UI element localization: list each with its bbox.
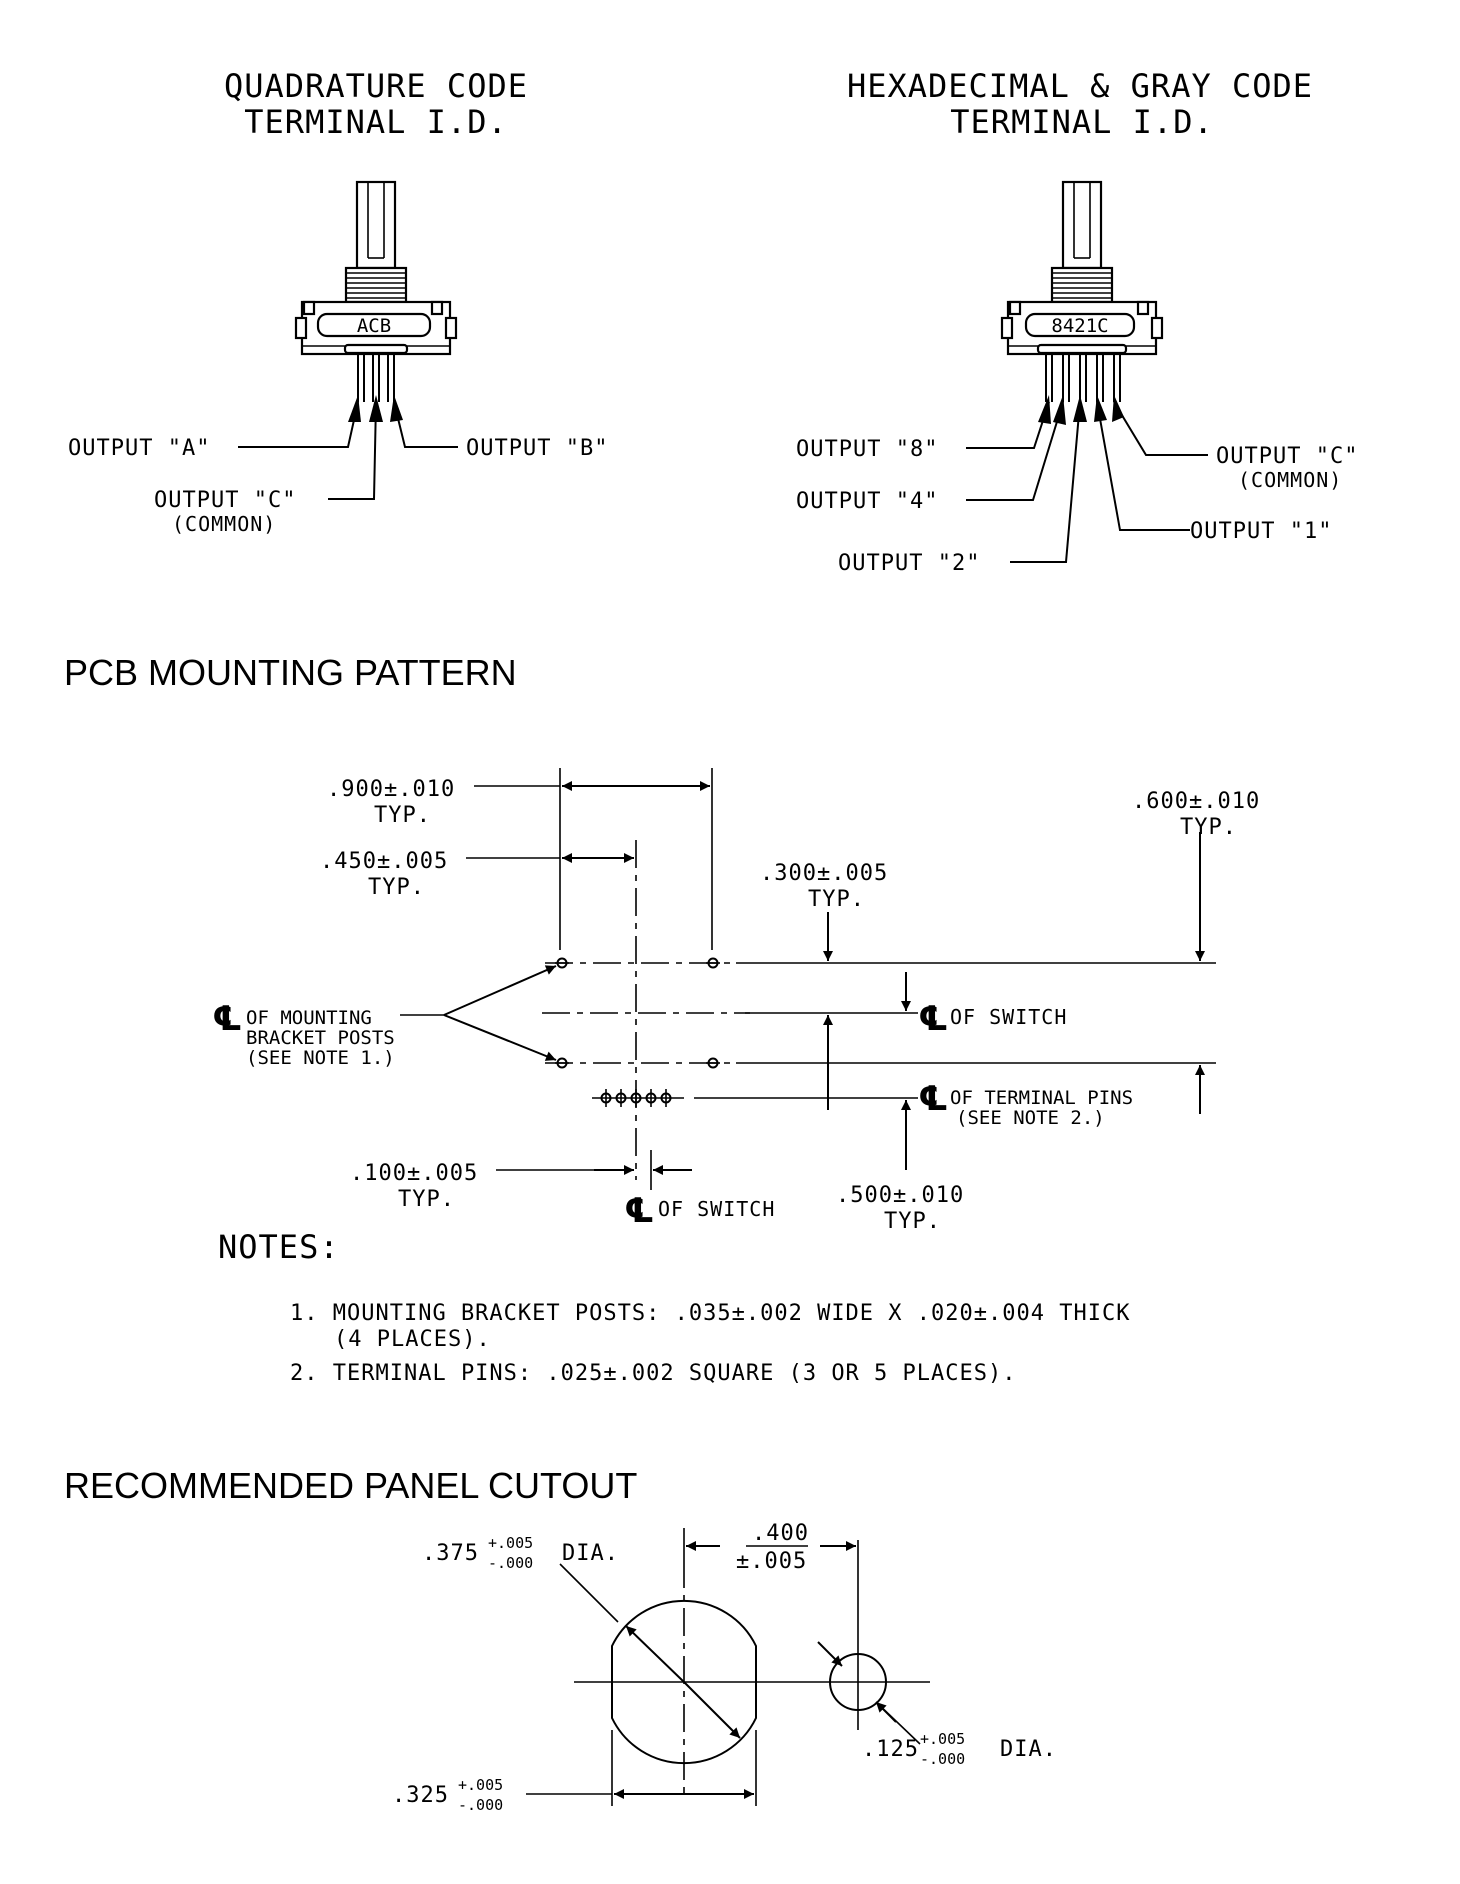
quadrature-section: QUADRATURE CODE TERMINAL I.D. ACB bbox=[68, 67, 608, 536]
pcb-pattern-drawing bbox=[400, 768, 1216, 1190]
hex-section: HEXADECIMAL & GRAY CODE TERMINAL I.D. 84… bbox=[796, 67, 1358, 576]
dim-900: .900±.010 bbox=[327, 777, 455, 802]
terminal-pins bbox=[592, 1089, 684, 1107]
dim-500-typ: TYP. bbox=[884, 1209, 941, 1234]
cl-symbol-switch-bottom: ℄ bbox=[624, 1192, 654, 1230]
dim-400: .400 bbox=[752, 1521, 809, 1546]
dim-325: .325 bbox=[392, 1783, 449, 1808]
of-switch-right-label: OF SWITCH bbox=[950, 1005, 1067, 1029]
dim-450-typ: TYP. bbox=[368, 875, 425, 900]
hex-terminal-label: 8421C bbox=[1051, 315, 1108, 337]
quadrature-encoder-drawing: ACB bbox=[294, 180, 458, 402]
output-1-label: OUTPUT "1" bbox=[1190, 519, 1332, 544]
of-switch-bottom-label: OF SWITCH bbox=[658, 1197, 775, 1221]
dim-125: .125 bbox=[862, 1737, 919, 1762]
quadrature-title-line2: TERMINAL I.D. bbox=[244, 103, 507, 141]
hex-leaders bbox=[966, 395, 1208, 563]
terminal-pins-line2: (SEE NOTE 2.) bbox=[956, 1107, 1105, 1129]
output-4-label: OUTPUT "4" bbox=[796, 489, 938, 514]
hex-output-c-common-label: (COMMON) bbox=[1238, 468, 1342, 492]
dim-100-typ: TYP. bbox=[398, 1187, 455, 1212]
dim-300-typ: TYP. bbox=[808, 887, 865, 912]
panel-heading: RECOMMENDED PANEL CUTOUT bbox=[64, 1465, 637, 1506]
notes-section: NOTES: 1. MOUNTING BRACKET POSTS: .035±.… bbox=[218, 1228, 1130, 1386]
mounting-posts bbox=[555, 957, 720, 1069]
output-2-label: OUTPUT "2" bbox=[838, 551, 980, 576]
cl-symbol-terminal: ℄ bbox=[918, 1080, 948, 1118]
cl-symbol-bracket: ℄ bbox=[212, 1000, 242, 1038]
quadrature-leaders bbox=[238, 395, 458, 500]
dim-450: .450±.005 bbox=[320, 849, 448, 874]
quadrature-title-line1: QUADRATURE CODE bbox=[224, 67, 528, 105]
panel-cutout-drawing bbox=[526, 1528, 930, 1806]
bracket-posts-line3: (SEE NOTE 1.) bbox=[246, 1047, 395, 1069]
note-1-line1: 1. MOUNTING BRACKET POSTS: .035±.002 WID… bbox=[290, 1301, 1130, 1326]
dim-325-tol-plus: +.005 bbox=[458, 1776, 503, 1794]
output-8-label: OUTPUT "8" bbox=[796, 437, 938, 462]
dim-400-tol: ±.005 bbox=[736, 1549, 807, 1574]
output-c-label: OUTPUT "C" bbox=[154, 488, 296, 513]
dim-500: .500±.010 bbox=[836, 1183, 964, 1208]
quadrature-terminal-label: ACB bbox=[357, 315, 391, 337]
hex-title-line2: TERMINAL I.D. bbox=[950, 103, 1213, 141]
dim-325-tol-minus: -.000 bbox=[458, 1796, 503, 1814]
dim-375: .375 bbox=[422, 1541, 479, 1566]
hex-title-line1: HEXADECIMAL & GRAY CODE bbox=[847, 67, 1313, 105]
output-c-common-label: (COMMON) bbox=[172, 512, 276, 536]
dim-600: .600±.010 bbox=[1132, 789, 1260, 814]
note-2: 2. TERMINAL PINS: .025±.002 SQUARE (3 OR… bbox=[290, 1361, 1017, 1386]
output-b-label: OUTPUT "B" bbox=[466, 436, 608, 461]
bracket-posts-line2: BRACKET POSTS bbox=[246, 1027, 395, 1049]
note-1-line2: (4 PLACES). bbox=[334, 1327, 491, 1352]
dim-375-dia: DIA. bbox=[562, 1541, 619, 1566]
dim-375-tol-plus: +.005 bbox=[488, 1534, 533, 1552]
hex-encoder-drawing: 8421C bbox=[1000, 180, 1164, 402]
dim-600-typ: TYP. bbox=[1180, 815, 1237, 840]
dim-125-tol-minus: -.000 bbox=[920, 1750, 965, 1768]
cl-symbol-switch-right: ℄ bbox=[918, 1000, 948, 1038]
dim-125-dia: DIA. bbox=[1000, 1737, 1057, 1762]
dim-125-tol-plus: +.005 bbox=[920, 1730, 965, 1748]
hex-output-c-label: OUTPUT "C" bbox=[1216, 444, 1358, 469]
output-a-label: OUTPUT "A" bbox=[68, 436, 210, 461]
dim-375-tol-minus: -.000 bbox=[488, 1554, 533, 1572]
pcb-heading: PCB MOUNTING PATTERN bbox=[64, 652, 517, 693]
bracket-posts-line1: OF MOUNTING bbox=[246, 1007, 372, 1029]
notes-heading: NOTES: bbox=[218, 1228, 340, 1266]
dim-300: .300±.005 bbox=[760, 861, 888, 886]
dim-900-typ: TYP. bbox=[374, 803, 431, 828]
terminal-pins-line1: OF TERMINAL PINS bbox=[950, 1087, 1133, 1109]
dim-100: .100±.005 bbox=[350, 1161, 478, 1186]
